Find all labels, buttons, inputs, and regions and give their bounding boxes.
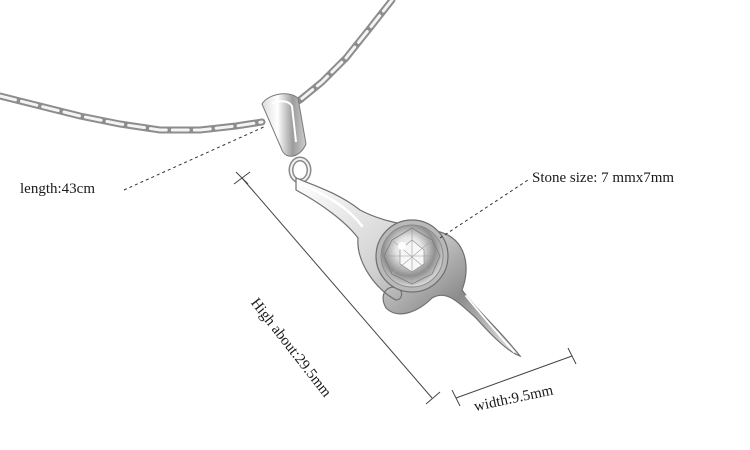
chain-left-strand xyxy=(0,92,266,134)
pendant-bail xyxy=(261,93,307,157)
height-dimension-line xyxy=(233,171,441,405)
length-leader-line xyxy=(123,125,267,191)
chain-right-strand xyxy=(280,0,396,112)
stone-size-label: Stone size: 7 mmx7mm xyxy=(532,170,675,186)
width-dimension-line xyxy=(451,347,577,407)
length-label: length:43cm xyxy=(20,181,95,197)
stone-leader-line xyxy=(439,179,529,239)
pendant-ring xyxy=(288,156,312,184)
gemstone xyxy=(375,219,449,293)
